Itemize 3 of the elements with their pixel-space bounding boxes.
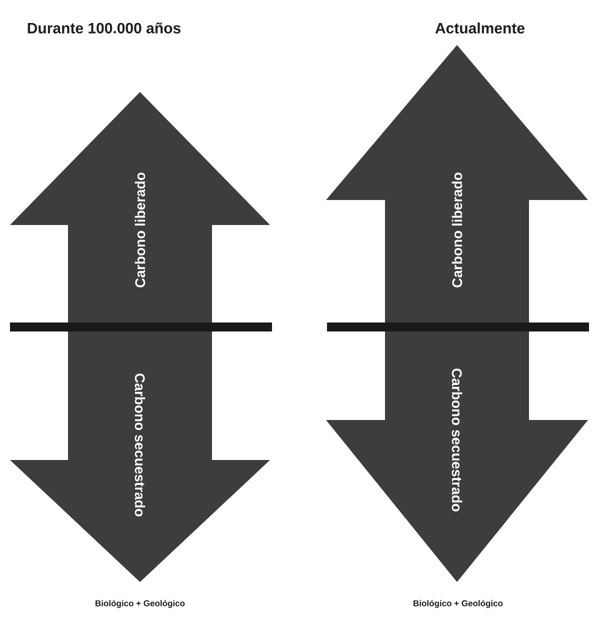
source-label: Biológico + Geológico — [414, 600, 503, 608]
panel-heading: Durante 100.000 años — [28, 22, 180, 34]
source-label: Biológico + Geológico — [96, 600, 185, 608]
